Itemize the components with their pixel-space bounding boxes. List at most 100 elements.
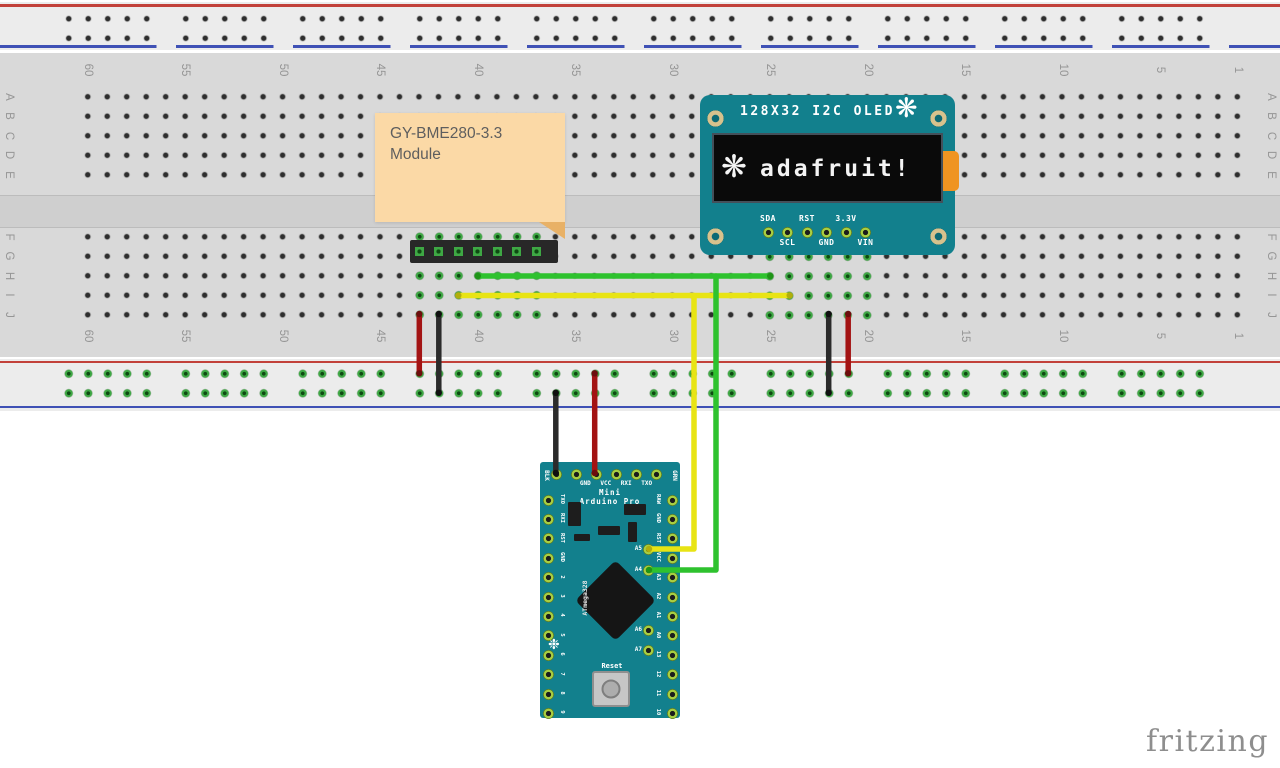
mounting-hole: [706, 227, 724, 245]
arduino-ftdi-pin[interactable]: [630, 468, 642, 480]
header-pin[interactable]: [453, 247, 463, 256]
arduino-inner-pin[interactable]: [642, 624, 654, 636]
note-text-line1: GY-BME280-3.3: [390, 125, 503, 142]
arduino-ftdi-pin-labels: GND VCC RXI TXO: [579, 480, 653, 487]
arduino-inner-pin[interactable]: [642, 644, 654, 656]
arduino-inner-pin-label: A5: [634, 545, 642, 552]
wire-endpoint: [552, 469, 559, 477]
wire-endpoint: [416, 370, 423, 377]
arduino-left-pin[interactable]: [542, 610, 554, 622]
reset-label: Reset: [601, 662, 623, 670]
adafruit-flower-icon: ❋: [895, 93, 918, 123]
arduino-right-pin[interactable]: [666, 707, 678, 719]
wire-endpoint: [825, 310, 832, 318]
arduino-right-pin[interactable]: [666, 591, 678, 603]
arduino-left-pin[interactable]: [542, 649, 554, 661]
arduino-ftdi-pin[interactable]: [570, 468, 582, 480]
wire-endpoint: [591, 370, 598, 377]
smd-component: [598, 526, 620, 535]
arduino-ftdi-pin[interactable]: [650, 468, 662, 480]
header-pin[interactable]: [531, 247, 541, 256]
arduino-right-pin[interactable]: [666, 494, 678, 506]
oled-pin-label: 3.3V: [835, 214, 857, 223]
arduino-board[interactable]: BLK GRN GND VCC RXI TXO Mini Arduino Pro…: [540, 462, 680, 719]
wire-endpoint: [825, 389, 832, 396]
adafruit-flower-icon: ❋: [721, 149, 747, 184]
arduino-name-line1: Mini: [598, 488, 622, 497]
arduino-right-pin[interactable]: [666, 688, 678, 700]
oled-screen-text: adafruit!: [760, 156, 912, 182]
wire-endpoint: [435, 389, 442, 396]
oled-screen: ❋ adafruit!: [712, 133, 943, 203]
top-rail-holes[interactable]: [58, 8, 1229, 48]
bottom-rail-holes[interactable]: [58, 363, 1229, 403]
mounting-hole: [929, 109, 947, 127]
arduino-right-pin[interactable]: [666, 513, 678, 525]
oled-pin-label: RST: [799, 214, 815, 223]
arduino-left-pin[interactable]: [542, 552, 554, 564]
smd-component: [574, 534, 590, 541]
connected-holes-oled[interactable]: [760, 246, 878, 325]
arduino-right-pin[interactable]: [666, 533, 678, 545]
arduino-left-pin[interactable]: [542, 688, 554, 700]
wire-yellow-to-a5[interactable]: [646, 292, 697, 552]
arduino-left-pin[interactable]: [542, 533, 554, 545]
smd-component: [628, 522, 637, 542]
arduino-right-pin[interactable]: [666, 649, 678, 661]
reset-button-plunger: [601, 679, 621, 699]
arduino-left-pin[interactable]: [542, 591, 554, 603]
wire-endpoint: [455, 292, 462, 299]
negative-rail-line: [0, 405, 1280, 408]
oled-pin[interactable]: [801, 226, 813, 238]
smd-component: [624, 504, 646, 515]
mounting-hole: [929, 227, 947, 245]
smd-component: [568, 502, 581, 526]
wire-endpoint: [416, 310, 423, 318]
arduino-right-pin[interactable]: [666, 630, 678, 642]
oled-pin[interactable]: [782, 226, 793, 238]
arduino-left-pin[interactable]: [542, 494, 554, 506]
header-pin[interactable]: [492, 247, 502, 256]
header-pin[interactable]: [473, 247, 483, 256]
fritzing-watermark: fritzing: [1146, 724, 1270, 759]
oled-pin[interactable]: [840, 226, 852, 238]
arduino-right-pin[interactable]: [666, 669, 678, 681]
oled-pin-label: VIN: [857, 238, 874, 247]
oled-pin[interactable]: [821, 226, 832, 238]
oled-pin[interactable]: [860, 226, 871, 238]
positive-rail-line: [0, 4, 1280, 7]
arduino-left-pin[interactable]: [542, 630, 554, 642]
breadboard-center-channel: [0, 195, 1280, 228]
arduino-left-pin[interactable]: [542, 572, 554, 584]
arduino-left-pin[interactable]: [542, 669, 554, 681]
wire-endpoint: [767, 272, 774, 280]
wire-endpoint: [645, 566, 653, 574]
wire-endpoint: [786, 292, 793, 299]
oled-pin-label: SDA: [760, 214, 776, 223]
wire-endpoint: [435, 310, 442, 318]
arduino-left-pin[interactable]: [542, 707, 554, 719]
arduino-ftdi-pin[interactable]: [610, 468, 622, 480]
wire-endpoint: [552, 389, 559, 396]
wire-endpoint: [591, 469, 598, 477]
header-pin[interactable]: [414, 247, 424, 256]
oled-connector-tab: [942, 151, 959, 191]
arduino-right-pin[interactable]: [666, 552, 678, 564]
oled-pin[interactable]: [762, 226, 774, 238]
breadboard-holes-rows-a-e[interactable]: [78, 87, 1248, 185]
header-pin[interactable]: [512, 247, 522, 256]
reset-button[interactable]: [592, 671, 630, 707]
arduino-right-pin[interactable]: [666, 572, 678, 584]
bme280-note[interactable]: GY-BME280-3.3 Module: [375, 113, 565, 222]
arduino-right-pin[interactable]: [666, 610, 678, 622]
wire-green-to-a4[interactable]: [646, 273, 719, 573]
note-text-line2: Module: [390, 146, 441, 163]
oled-pin-label: GND: [818, 238, 835, 247]
header-pin[interactable]: [434, 247, 444, 256]
arduino-left-pin[interactable]: [542, 513, 554, 525]
arduino-inner-pin-label: A6: [634, 626, 642, 633]
bme280-header[interactable]: [410, 240, 558, 263]
